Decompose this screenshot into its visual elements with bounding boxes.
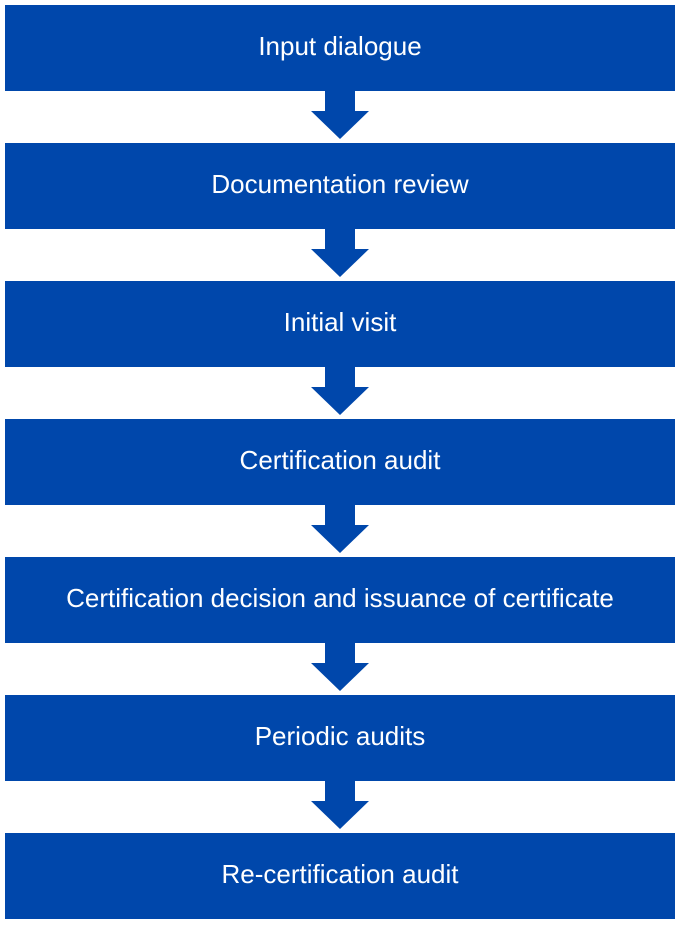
step-certification-audit: Certification audit <box>5 419 675 505</box>
down-arrow-icon <box>311 367 369 415</box>
step-label: Initial visit <box>283 307 397 337</box>
down-arrow-icon <box>311 505 369 553</box>
step-input-dialogue: Input dialogue <box>5 5 675 91</box>
step-label: Documentation review <box>211 169 469 199</box>
step-re-certification-audit: Re-certification audit <box>5 833 675 919</box>
down-arrow-icon <box>311 643 369 691</box>
step-label: Re-certification audit <box>221 859 459 889</box>
down-arrow-icon <box>311 781 369 829</box>
step-documentation-review: Documentation review <box>5 143 675 229</box>
step-periodic-audits: Periodic audits <box>5 695 675 781</box>
step-initial-visit: Initial visit <box>5 281 675 367</box>
step-certification-decision: Certification decision and issuance of c… <box>5 557 675 643</box>
step-label: Certification decision and issuance of c… <box>66 583 614 613</box>
step-label: Certification audit <box>239 445 441 475</box>
down-arrow-icon <box>311 229 369 277</box>
step-label: Periodic audits <box>254 721 426 751</box>
step-label: Input dialogue <box>258 31 422 61</box>
down-arrow-icon <box>311 91 369 139</box>
